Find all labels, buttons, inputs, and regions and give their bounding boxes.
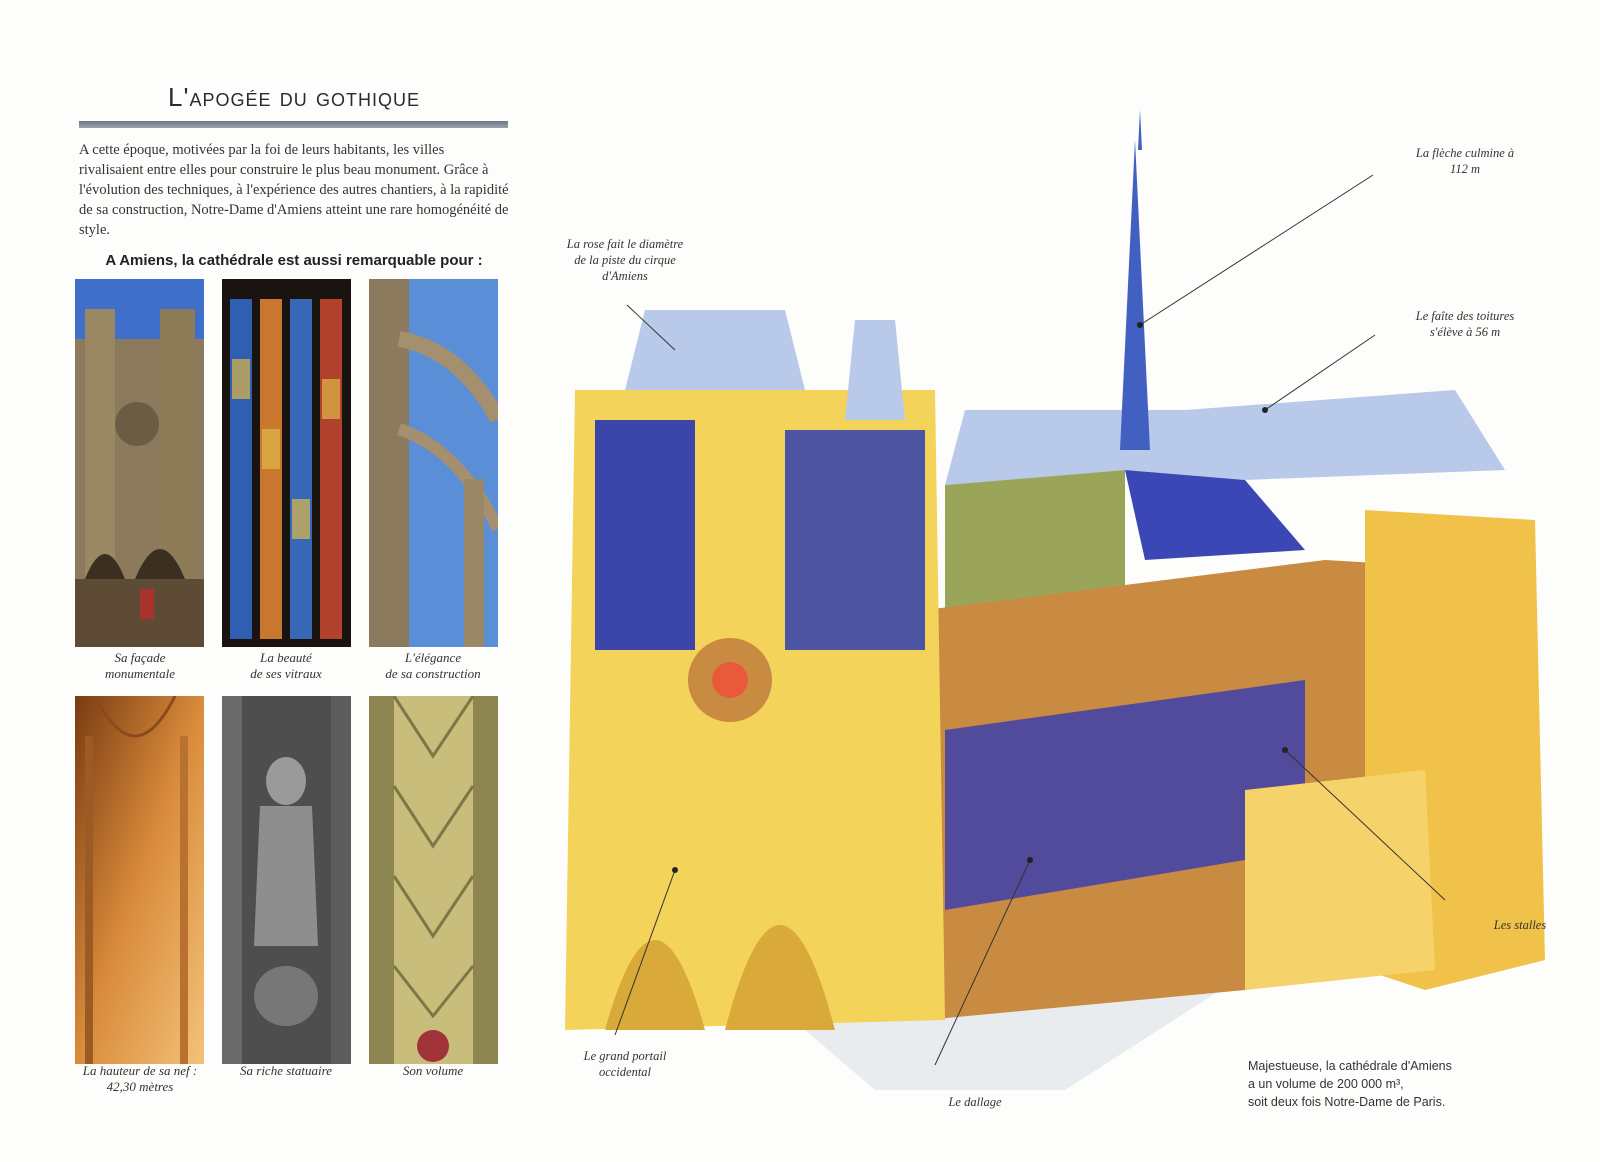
intro-paragraph: A cette époque, motivées par la foi de l…: [79, 142, 509, 238]
label-line: La rose fait le diamètre: [566, 237, 684, 251]
caption-line: 42,30 mètres: [106, 1079, 174, 1094]
photo-facade: [75, 279, 204, 647]
label-rose: La rose fait le diamètre de la piste du …: [545, 236, 705, 284]
caption-line: La hauteur de sa nef :: [82, 1063, 198, 1078]
label-line: Le dallage: [948, 1095, 1002, 1109]
caption-line: L'élégance: [404, 650, 462, 665]
caption-volume: Son volume: [358, 1063, 508, 1079]
caption-line: de sa construction: [385, 666, 481, 681]
section-subheading: A Amiens, la cathédrale est aussi remarq…: [105, 252, 483, 269]
page-title: L'apogée du gothique: [168, 82, 420, 112]
label-portail: Le grand portail occidental: [560, 1048, 690, 1080]
caption-nef: La hauteur de sa nef : 42,30 mètres: [65, 1063, 215, 1095]
photo-construction: [369, 279, 498, 647]
label-faite: Le faîte des toitures s'élève à 56 m: [1375, 308, 1555, 340]
caption-line: Sa riche statuaire: [240, 1063, 332, 1078]
caption-line: La beauté: [260, 650, 312, 665]
label-line: occidental: [598, 1065, 652, 1079]
photo-volume: [369, 696, 498, 1064]
photo-nef: [75, 696, 204, 1064]
label-stalles: Les stalles: [1470, 917, 1570, 933]
note-line: Majestueuse, la cathédrale d'Amiens: [1248, 1059, 1452, 1073]
caption-line: monumentale: [104, 666, 176, 681]
caption-line: de ses vitraux: [250, 666, 322, 681]
caption-line: Son volume: [402, 1063, 464, 1078]
note-line: soit deux fois Notre-Dame de Paris.: [1248, 1095, 1446, 1109]
photo-statuaire: [222, 696, 351, 1064]
caption-construction: L'élégance de sa construction: [358, 650, 508, 682]
label-line: Les stalles: [1493, 918, 1547, 932]
label-fleche: La flèche culmine à 112 m: [1375, 145, 1555, 177]
label-line: Le grand portail: [583, 1049, 667, 1063]
caption-statuaire: Sa riche statuaire: [211, 1063, 361, 1079]
label-line: Le faîte des toitures: [1415, 309, 1515, 323]
caption-vitraux: La beauté de ses vitraux: [211, 650, 361, 682]
cathedral-illustration: [545, 90, 1585, 1130]
caption-line: Sa façade: [114, 650, 166, 665]
photo-vitraux: [222, 279, 351, 647]
label-line: s'élève à 56 m: [1429, 325, 1501, 339]
note-line: a un volume de 200 000 m³,: [1248, 1077, 1404, 1091]
title-rule: [79, 121, 508, 128]
label-dallage: Le dallage: [925, 1094, 1025, 1110]
label-line: La flèche culmine à: [1415, 146, 1515, 160]
label-line: 112 m: [1450, 162, 1480, 176]
caption-facade: Sa façade monumentale: [65, 650, 215, 682]
label-line: d'Amiens: [602, 269, 648, 283]
label-line: de la piste du cirque: [574, 253, 676, 267]
volume-note: Majestueuse, la cathédrale d'Amiens a un…: [1248, 1057, 1468, 1111]
